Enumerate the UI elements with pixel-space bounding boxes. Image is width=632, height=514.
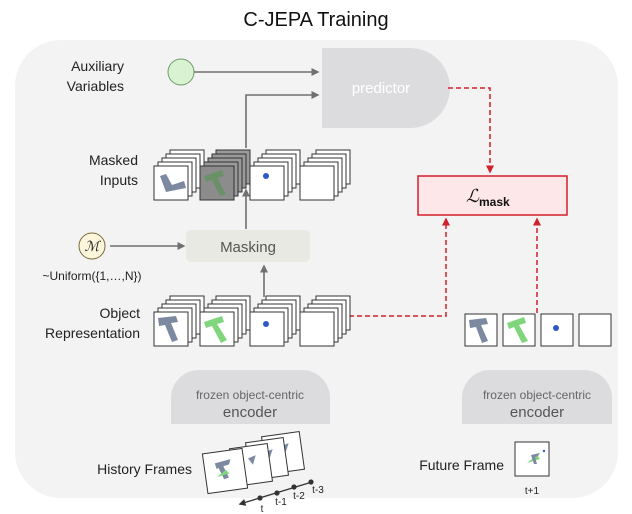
masked-stack-4 [299, 149, 351, 201]
time-label-t-1: t-1 [275, 497, 287, 508]
future-time-label: t+1 [525, 486, 540, 497]
encoder-left [171, 370, 330, 424]
history-frames [201, 430, 306, 495]
green-tool-shape [204, 316, 227, 343]
masked-label-line2: Inputs [100, 172, 138, 188]
auxiliary-label-line1: Auxiliary [71, 58, 124, 74]
encoder-right-line1: frozen object-centric [483, 388, 591, 402]
object-rep-to-loss-arrow [333, 217, 450, 317]
mask-variable-symbol: ℳ [85, 238, 102, 254]
masked-stack-1 [153, 149, 205, 201]
object-label-line1: Object [100, 305, 141, 321]
future-representation [464, 313, 612, 347]
blue-tool-shape [160, 174, 186, 192]
object-representation-stacks [153, 295, 351, 347]
future-slot-4 [578, 313, 612, 347]
timeline-dot-t-1 [274, 490, 280, 496]
predictor-label: predictor [352, 80, 410, 97]
masked-input-stacks [153, 149, 351, 201]
blue-dot [263, 173, 269, 179]
predictor-block [322, 48, 450, 128]
blue-tool-shape [158, 316, 178, 342]
time-label-t: t [261, 504, 264, 514]
green-tool-shape [507, 317, 528, 343]
object-label-line2: Representation [45, 325, 140, 341]
green-tool-shape-masked [204, 170, 226, 196]
auxiliary-variable-circle [167, 58, 195, 86]
timeline-dot-t [257, 495, 263, 501]
object-stack-1 [153, 295, 205, 347]
predictor-to-loss-arrow [448, 87, 494, 174]
object-stack-3 [249, 295, 301, 347]
masked-stack-3 [249, 149, 301, 201]
auxiliary-label-line2: Variables [67, 78, 124, 94]
loss-box [417, 175, 568, 216]
uniform-distribution-label: ~Uniform({1,…,N}) [42, 269, 141, 283]
masked-label-line1: Masked [89, 152, 138, 168]
object-stack-2 [199, 295, 251, 347]
loss-label: ℒmask [466, 186, 510, 209]
diagram-title: C-JEPA Training [243, 9, 388, 31]
mask-variable-circle [78, 232, 106, 260]
blue-dot [263, 321, 269, 327]
masked-stack-2 [199, 149, 251, 201]
timeline-dot-t-2 [291, 484, 297, 490]
object-stack-4 [299, 295, 351, 347]
encoder-right-line2: encoder [510, 404, 564, 421]
history-frames-label: History Frames [97, 461, 192, 477]
loss-symbol: ℒ [466, 186, 480, 206]
blue-dot [553, 325, 559, 331]
masking-label: Masking [220, 239, 276, 256]
masked-to-predictor-arrow [245, 91, 320, 148]
time-label-t-3: t-3 [312, 485, 324, 496]
loss-subscript: mask [479, 195, 510, 209]
blue-tool-shape [469, 318, 488, 343]
timeline-dot-t-3 [308, 479, 314, 485]
time-label-t-2: t-2 [293, 491, 305, 502]
masking-block [186, 230, 310, 262]
encoder-left-line1: frozen object-centric [196, 388, 304, 402]
encoder-left-line2: encoder [223, 404, 277, 421]
encoder-right [462, 370, 612, 424]
future-frame-label: Future Frame [419, 457, 504, 473]
